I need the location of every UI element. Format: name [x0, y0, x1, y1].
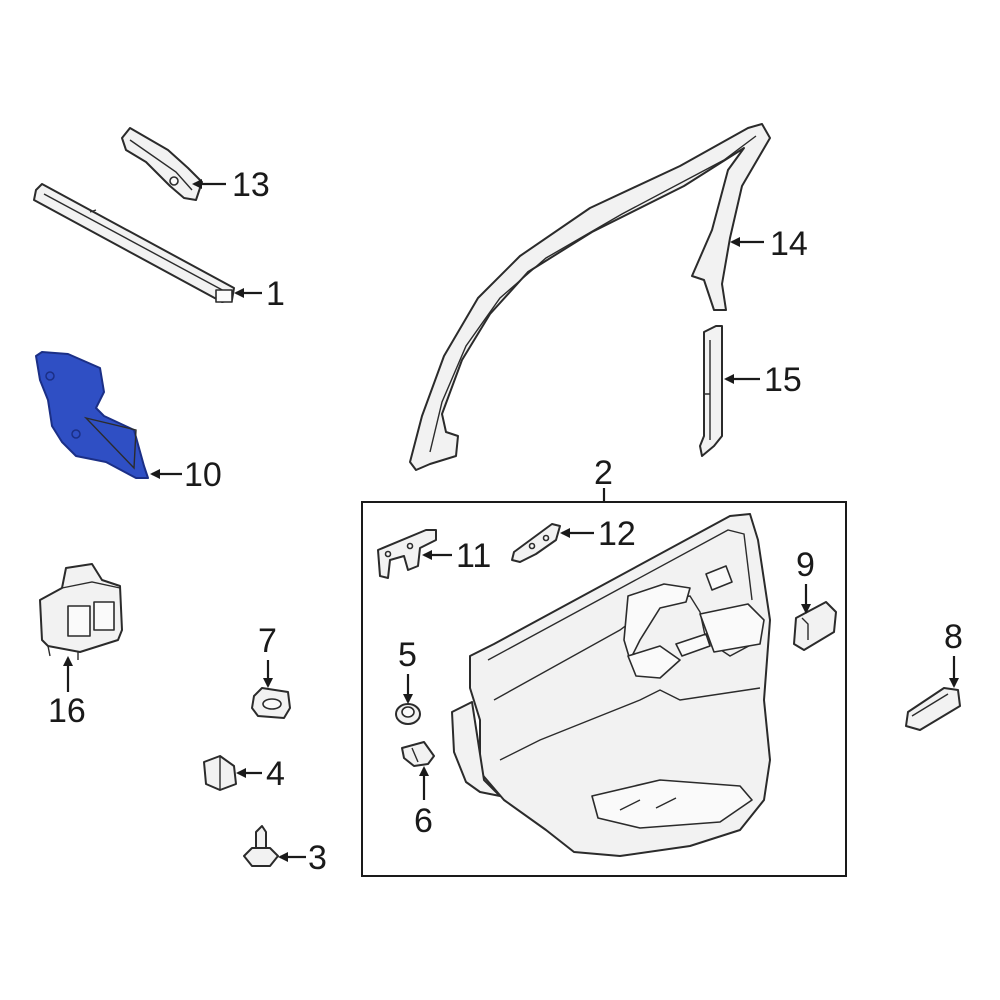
callout-1[interactable]: 1 — [266, 275, 285, 313]
part-13-bracket[interactable] — [121, 127, 203, 201]
callout-12[interactable]: 12 — [598, 515, 636, 553]
callout-16[interactable]: 16 — [48, 692, 86, 730]
callout-11[interactable]: 11 — [456, 537, 491, 575]
callout-7[interactable]: 7 — [258, 622, 277, 660]
callout-2[interactable]: 2 — [594, 454, 613, 492]
part-15-pillar-trim[interactable] — [699, 325, 723, 457]
part-5-pushpin[interactable] — [395, 703, 421, 725]
callout-5[interactable]: 5 — [398, 636, 417, 674]
callout-14[interactable]: 14 — [770, 225, 808, 263]
door-trim-panel[interactable] — [451, 513, 771, 857]
callout-8[interactable]: 8 — [944, 618, 963, 656]
part-1-weatherstrip[interactable] — [33, 183, 235, 303]
part-12-bracket[interactable] — [511, 523, 561, 563]
callout-13[interactable]: 13 — [232, 166, 270, 204]
part-16-window-switch[interactable] — [39, 563, 123, 660]
part-14-frame-moulding[interactable] — [409, 123, 771, 471]
callout-9[interactable]: 9 — [796, 546, 815, 584]
part-6-clip[interactable] — [401, 741, 435, 767]
part-3-screw[interactable] — [243, 825, 279, 867]
callout-6[interactable]: 6 — [414, 802, 433, 840]
part-9-cap[interactable] — [793, 601, 837, 651]
callout-15[interactable]: 15 — [764, 361, 802, 399]
part-10-shield-highlighted[interactable] — [35, 351, 149, 479]
part-8-trim-piece[interactable] — [905, 687, 961, 731]
part-4-nut[interactable] — [203, 755, 237, 791]
callout-4[interactable]: 4 — [266, 755, 285, 793]
part-7-clip[interactable] — [251, 687, 291, 719]
part-11-bracket[interactable] — [377, 529, 437, 579]
callout-10[interactable]: 10 — [184, 456, 222, 494]
callout-3[interactable]: 3 — [308, 839, 327, 877]
